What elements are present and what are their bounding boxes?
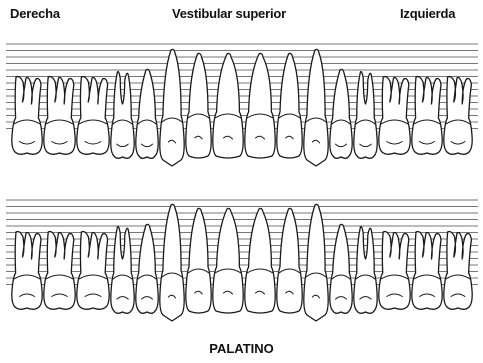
vestibular-molar-tooth	[444, 77, 472, 155]
vestibular-incisor-tooth	[277, 53, 302, 158]
tooth-row-vestibular	[12, 49, 472, 166]
palatine-premolar-tooth	[354, 227, 377, 314]
palatine-incisor-tooth	[213, 208, 243, 313]
palatine-incisor-tooth	[245, 208, 275, 313]
palatine-premolar-tooth	[330, 224, 352, 313]
palatine-molar-tooth	[379, 232, 410, 310]
vestibular-molar-tooth	[77, 77, 109, 155]
palatine-incisor-tooth	[277, 208, 302, 313]
vestibular-premolar-tooth	[111, 72, 134, 159]
palatine-premolar-tooth	[111, 227, 134, 314]
vestibular-incisor-tooth	[213, 53, 243, 158]
palatine-molar-tooth	[444, 232, 472, 310]
palatine-molar-tooth	[77, 232, 109, 310]
palatine-incisor-tooth	[186, 208, 211, 313]
vestibular-canine-tooth	[160, 49, 184, 166]
vestibular-premolar-tooth	[354, 72, 377, 159]
palatine-canine-tooth	[160, 204, 184, 321]
palatine-molar-tooth	[12, 232, 42, 310]
vestibular-molar-tooth	[379, 77, 410, 155]
tooth-row-palatine	[12, 204, 472, 321]
vestibular-incisor-tooth	[245, 53, 275, 158]
vestibular-incisor-tooth	[186, 53, 211, 158]
vestibular-canine-tooth	[304, 49, 328, 166]
palatine-premolar-tooth	[136, 224, 158, 313]
palatine-molar-tooth	[44, 232, 75, 310]
palatine-canine-tooth	[304, 204, 328, 321]
vestibular-molar-tooth	[412, 77, 442, 155]
palatino-label: PALATINO	[0, 341, 483, 356]
vestibular-molar-tooth	[12, 77, 42, 155]
palatine-molar-tooth	[412, 232, 442, 310]
vestibular-molar-tooth	[44, 77, 75, 155]
